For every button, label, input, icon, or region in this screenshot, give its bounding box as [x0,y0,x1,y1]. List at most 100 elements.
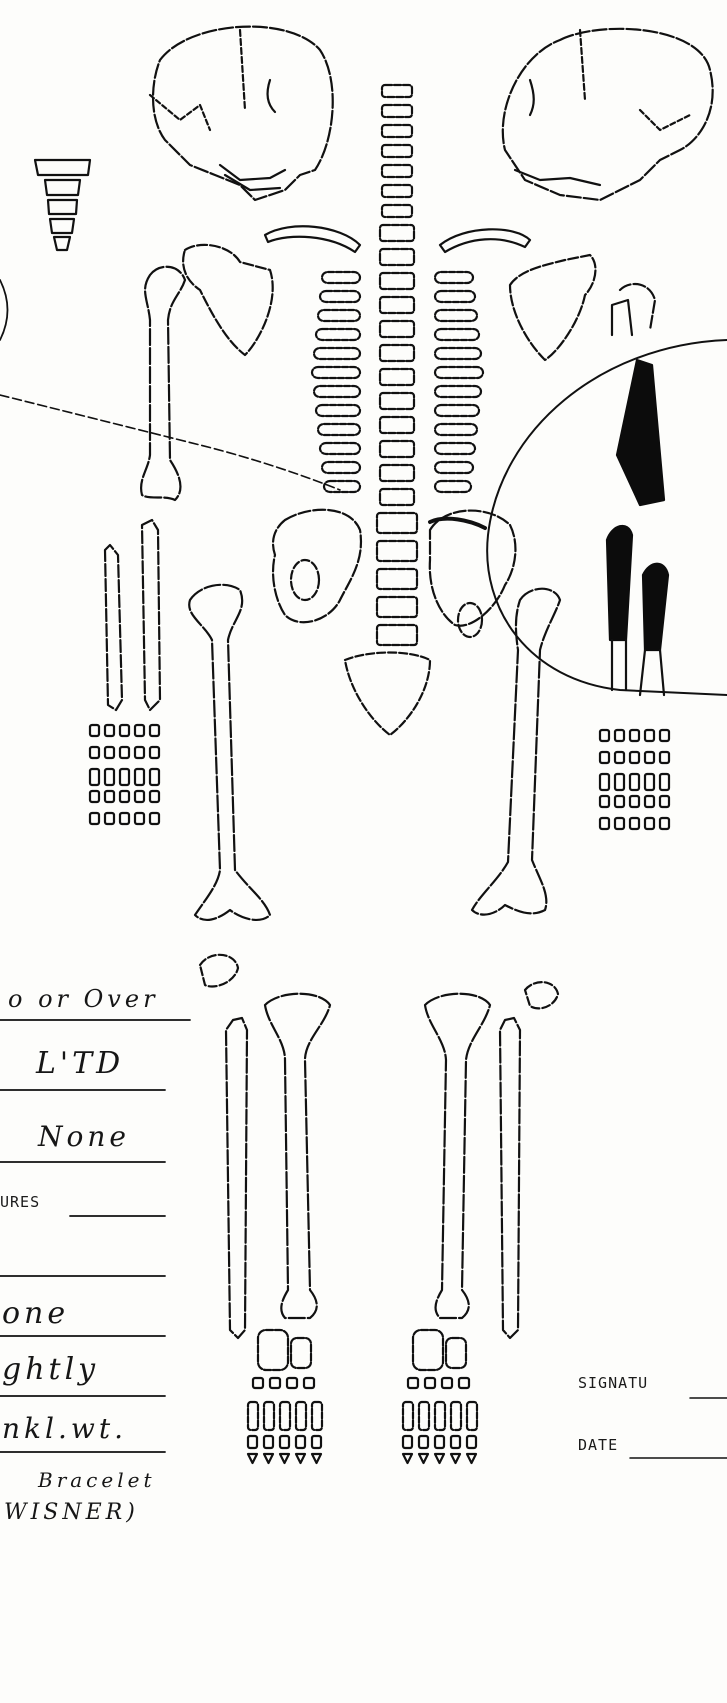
vertebra [377,625,417,645]
rib-left [316,329,360,340]
vertebra [380,417,414,433]
metatarsal [451,1402,461,1430]
hand-bone [615,730,624,741]
sex-field-value: None [38,1120,130,1153]
features-label: URES [0,1193,40,1211]
patella-left [200,955,238,987]
phalanx [312,1436,321,1448]
race-field-value: L'TD [36,1046,124,1081]
signature-label: SIGNATU [578,1374,648,1392]
vertebra [380,489,414,505]
hand-bone [660,818,669,829]
hand-bone [135,725,144,736]
hand-bone [645,818,654,829]
vertebral-column [377,85,417,645]
rib-left [316,405,360,416]
rib-right [435,405,479,416]
hand-bone [120,813,129,824]
humerus-left [141,267,185,500]
talus [446,1338,466,1368]
hand-bone [630,730,639,741]
hand-bone [660,730,669,741]
rib-right [435,481,471,492]
vertebra [382,145,412,157]
tarsal [425,1378,435,1388]
hand-bone [135,813,144,824]
hand-bone [660,774,669,790]
hand-bone [600,796,609,807]
phalanx [451,1436,460,1448]
metatarsal [467,1402,477,1430]
rib-right [435,329,479,340]
hand-bone [105,769,114,785]
hand-bone [600,730,609,741]
hand-bone [600,752,609,763]
metatarsal [264,1402,274,1430]
vertebra [382,105,412,117]
hand-bone [645,752,654,763]
tarsal [304,1378,314,1388]
toe-tip [264,1454,273,1463]
rib-right [435,443,475,454]
rib-left [318,424,360,435]
femur-left [189,585,270,920]
vertebra [382,125,412,137]
metatarsal [435,1402,445,1430]
rib-left [322,462,360,473]
hand-bone [120,747,129,758]
phalanx [419,1436,428,1448]
sacrum [345,653,430,736]
pelvis-right [430,511,516,626]
hand-bone [630,774,639,790]
hand-bone [105,747,114,758]
metatarsal [296,1402,306,1430]
hand-bone [660,796,669,807]
vertebra [377,569,417,589]
hand-bone [135,791,144,802]
rib-right [435,424,477,435]
tarsal [270,1378,280,1388]
hand-bone [630,796,639,807]
tibia-left [265,994,330,1318]
vertebra [380,321,414,337]
fibula-right [500,1018,520,1338]
vertebra [380,249,414,265]
effects-field-value: Bracelet [38,1468,156,1492]
rib-left [320,443,360,454]
age-field-value: o or Over [8,985,159,1013]
rib-right [435,367,483,378]
build-field-value: ghtly [2,1352,99,1387]
fibula-left [226,1018,247,1338]
hand-bone [135,747,144,758]
calcaneus [258,1330,288,1370]
rib-left [322,272,360,283]
tarsal [408,1378,418,1388]
rib-left [318,310,360,321]
rib-right [435,272,473,283]
humerus-right [620,284,655,330]
metatarsal [248,1402,258,1430]
tibia-right [425,994,490,1318]
skull-lateral-right-icon [503,29,713,200]
hand-bone [150,791,159,802]
metatarsal [280,1402,290,1430]
hand-bone [645,796,654,807]
toe-tip [435,1454,444,1463]
hand-bone [630,818,639,829]
vertebra [380,225,414,241]
date-label: DATE [578,1436,618,1454]
vertebra [380,297,414,313]
toe-tip [419,1454,428,1463]
ribcage [312,272,483,492]
radius-left [105,545,122,710]
hand-bone [90,813,99,824]
vertebra [380,345,414,361]
foot-left [248,1330,322,1463]
vertebra [382,165,412,177]
hand-bone [135,769,144,785]
hand-bone [630,752,639,763]
vertebra [382,85,412,97]
toe-tip [451,1454,460,1463]
vertebra [380,369,414,385]
hand-left [90,725,159,824]
